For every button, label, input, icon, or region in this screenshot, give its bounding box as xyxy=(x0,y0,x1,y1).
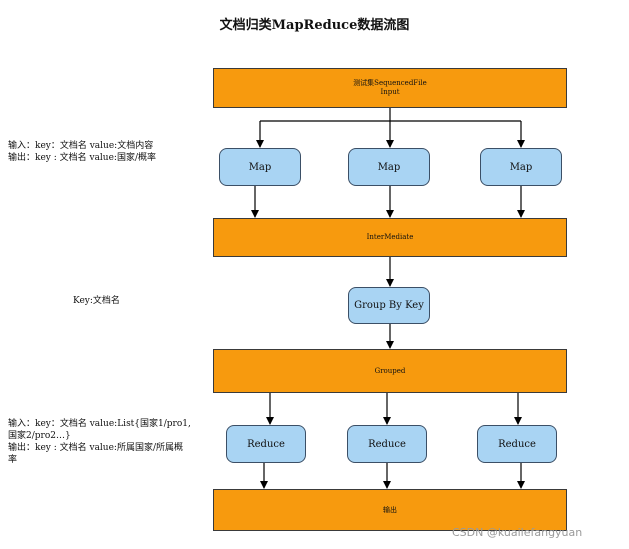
reduce-io-note: 输入：key：文档名 value:List{国家1/pro1, 国家2/pro2… xyxy=(8,419,191,465)
reduce-node-1: Reduce xyxy=(226,425,306,463)
intermediate-box-label: InterMediate xyxy=(366,233,414,241)
reduce-node-3: Reduce xyxy=(477,425,557,463)
group-by-key-node: Group By Key xyxy=(348,287,430,324)
intermediate-box: InterMediate xyxy=(213,218,567,257)
reduce-node-label: Reduce xyxy=(247,438,285,450)
group-by-key-label: Group By Key xyxy=(354,300,424,311)
output-box: 输出 xyxy=(213,489,567,531)
reduce-node-label: Reduce xyxy=(368,438,406,450)
input-box-line2: Input xyxy=(380,88,400,96)
reduce-node-label: Reduce xyxy=(498,438,536,450)
map-node-label: Map xyxy=(248,161,272,173)
map-node-label: Map xyxy=(377,161,401,173)
map-node-2: Map xyxy=(348,148,430,186)
input-box: 测试集SequencedFile Input xyxy=(213,68,567,108)
grouped-box: Grouped xyxy=(213,349,567,393)
reduce-node-2: Reduce xyxy=(347,425,427,463)
input-box-line1: 测试集SequencedFile xyxy=(353,79,427,87)
map-node-3: Map xyxy=(480,148,562,186)
diagram-title: 文档归类MapReduce数据流图 xyxy=(219,18,410,33)
group-key-note: Key:文档名 xyxy=(73,296,120,306)
csdn-watermark: CSDN @kuailefangyuan xyxy=(452,526,583,539)
map-io-note: 输入：key：文档名 value:文档内容 输出：key : 文档名 value… xyxy=(8,141,156,163)
output-box-label: 输出 xyxy=(383,505,397,514)
map-node-1: Map xyxy=(219,148,301,186)
map-node-label: Map xyxy=(509,161,533,173)
grouped-box-label: Grouped xyxy=(374,366,406,375)
